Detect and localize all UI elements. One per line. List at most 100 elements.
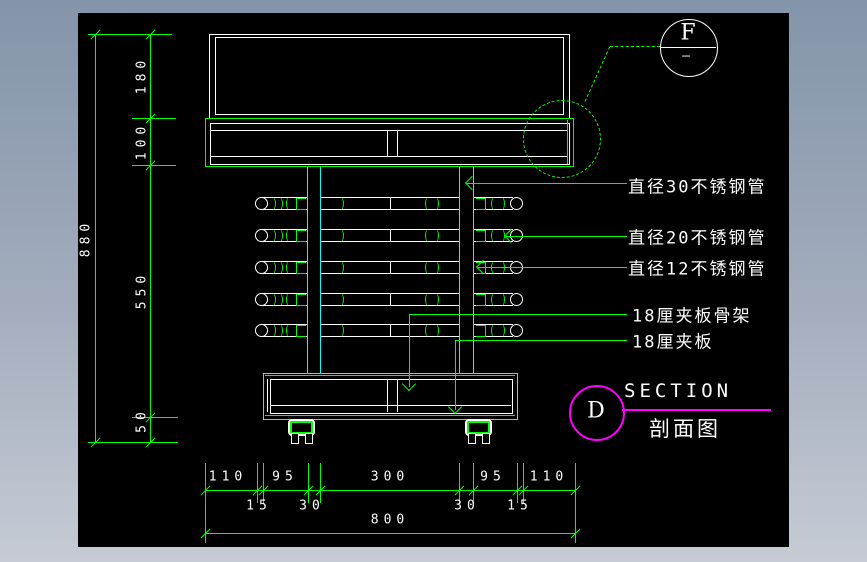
fitting	[296, 262, 306, 274]
fitting	[498, 324, 505, 337]
ext-line	[132, 165, 176, 166]
band-rail	[211, 156, 567, 157]
dim-text-100: 100	[134, 121, 150, 161]
fitting	[276, 324, 283, 337]
fitting	[432, 324, 439, 337]
wheel-foot	[305, 433, 313, 444]
cabinet-divider	[387, 379, 388, 412]
band-rail	[211, 130, 567, 131]
fitting	[296, 230, 306, 242]
dim-text: 95	[480, 469, 506, 485]
cabinet-inner	[270, 379, 513, 414]
fitting	[276, 293, 283, 306]
fitting	[491, 293, 498, 306]
fitting	[425, 293, 432, 306]
fitting	[425, 229, 432, 242]
fitting	[286, 293, 293, 306]
cad-drawing-canvas[interactable]: 880 180 100 550 50	[78, 13, 789, 547]
ext-line	[320, 463, 321, 503]
tube-row	[255, 229, 523, 242]
cabinet-divider	[397, 379, 398, 412]
wheel-foot	[291, 433, 299, 444]
fitting	[498, 197, 505, 210]
cabinet-green-top	[265, 375, 515, 376]
fitting	[425, 261, 432, 274]
ext-line	[88, 34, 172, 35]
fitting	[286, 324, 293, 337]
ext-line	[308, 463, 309, 503]
tube-body	[261, 261, 513, 274]
detail-callout-ref: —	[682, 48, 690, 64]
fitting	[476, 262, 486, 274]
ext-line	[257, 463, 258, 503]
band-divider	[397, 130, 398, 157]
detail-leader-diagonal	[584, 46, 611, 102]
cabinet-outer	[263, 373, 518, 420]
fitting	[476, 230, 486, 242]
dim-text-180: 180	[134, 55, 150, 95]
fitting	[337, 229, 344, 242]
fitting	[276, 229, 283, 242]
tube-end	[510, 293, 523, 306]
ext-line	[517, 463, 518, 503]
post-left	[307, 166, 321, 375]
ext-line	[205, 463, 206, 543]
tube-row	[255, 324, 523, 337]
fitting	[425, 197, 432, 210]
dim-line-segments-left	[150, 34, 151, 442]
detail-callout-bubble	[660, 19, 718, 77]
ext-line	[575, 463, 576, 543]
fitting	[269, 324, 276, 337]
fitting	[491, 324, 498, 337]
leader-line	[506, 236, 627, 237]
dim-text: 30	[454, 498, 480, 514]
annotation-plywood: 18厘夹板	[632, 332, 714, 353]
tube-joint	[390, 229, 391, 242]
detail-zone-dashed-circle	[523, 100, 601, 178]
leader-line	[478, 267, 627, 268]
fitting	[286, 261, 293, 274]
fitting	[286, 229, 293, 242]
tube-joint	[390, 293, 391, 306]
fitting	[276, 197, 283, 210]
dim-line-bottom-overall	[205, 533, 575, 534]
fitting	[476, 294, 486, 306]
dim-text: 110	[208, 469, 248, 485]
dim-text: 15	[246, 498, 272, 514]
fitting	[269, 293, 276, 306]
cabinet-green-bottom	[265, 415, 515, 416]
fitting	[269, 261, 276, 274]
tube-body	[261, 197, 513, 210]
ext-line	[132, 118, 176, 119]
section-marker-letter: D	[587, 398, 605, 424]
fitting	[337, 293, 344, 306]
dim-line-overall-left	[95, 34, 96, 442]
tube-joint	[390, 261, 391, 274]
fitting	[296, 325, 306, 337]
fitting	[337, 261, 344, 274]
fitting	[296, 198, 306, 210]
detail-callout-divider	[661, 47, 716, 48]
post-right	[459, 166, 474, 375]
fitting	[425, 324, 432, 337]
tube-end	[510, 197, 523, 210]
fitting	[276, 261, 283, 274]
fitting	[476, 325, 486, 337]
dim-line-bottom-upper	[205, 490, 575, 491]
leader-line	[409, 314, 627, 315]
dim-text-880: 880	[78, 218, 94, 258]
tube-row	[255, 197, 523, 210]
wheel-foot	[468, 433, 476, 444]
ext-line	[523, 463, 524, 503]
caster-wheel-left	[288, 419, 315, 444]
ext-line	[132, 417, 178, 418]
ext-line	[263, 463, 264, 503]
dim-text: 300	[370, 469, 410, 485]
fitting	[491, 229, 498, 242]
band-divider	[387, 130, 388, 157]
dim-text: 30	[299, 498, 325, 514]
tube-end	[510, 229, 523, 242]
fitting	[296, 294, 306, 306]
cabinet-shelf-line	[270, 405, 511, 406]
